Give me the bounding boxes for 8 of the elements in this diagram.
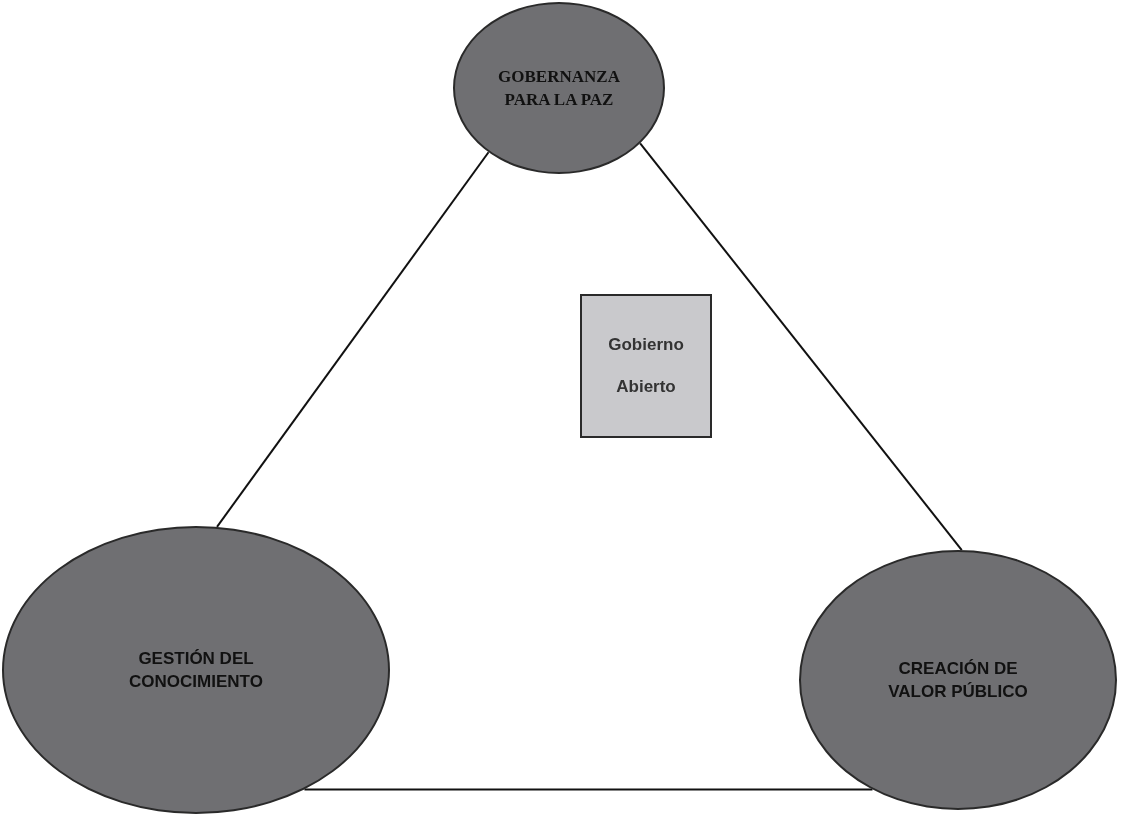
node-text: CREACIÓN DE VALOR PÚBLICO — [887, 657, 1029, 703]
connector-line — [303, 788, 874, 791]
connector-line — [216, 151, 490, 528]
node-text: GESTIÓN DEL CONOCIMIENTO — [128, 647, 264, 693]
node-text: GOBERNANZA PARA LA PAZ — [497, 65, 621, 111]
connector-line — [639, 142, 963, 552]
square-node — [580, 294, 712, 438]
node-text: Gobierno Abierto — [607, 334, 685, 398]
